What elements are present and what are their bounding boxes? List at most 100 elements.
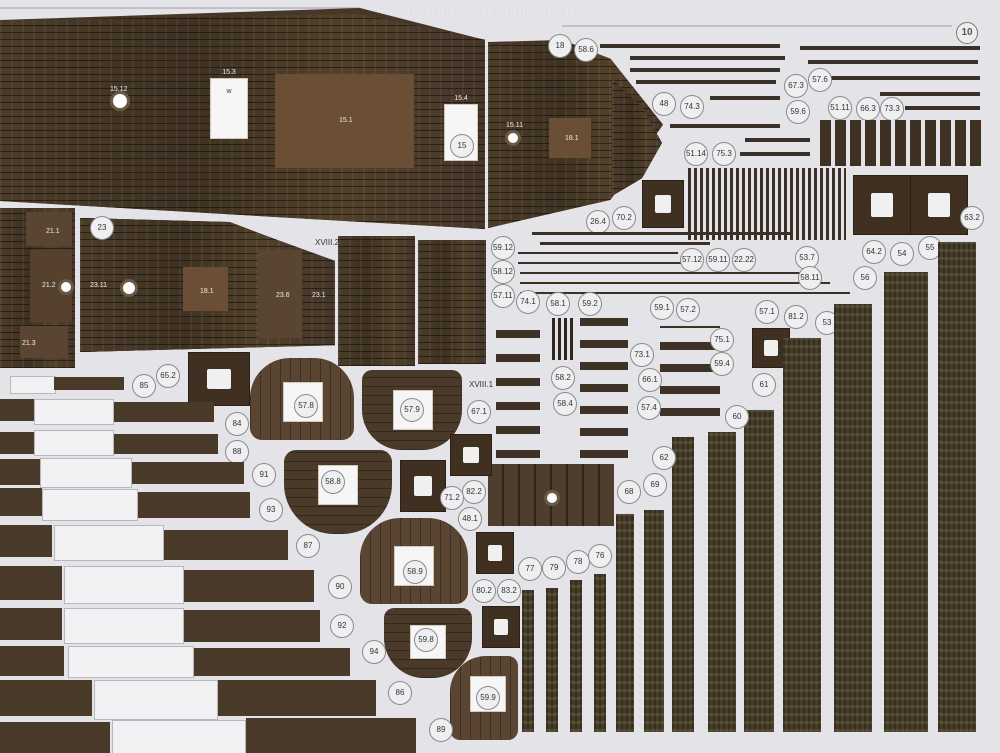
gunport-frame: [488, 464, 614, 526]
marker-67-3: 67.3: [784, 74, 808, 98]
quarter-hatch: [549, 118, 591, 158]
marker-56: 56: [853, 266, 877, 290]
spar-blank-88: [34, 430, 114, 456]
rod-5: [520, 272, 800, 274]
hatch-panel-a: [338, 236, 415, 366]
hatch-15-3: 15.3 w: [210, 69, 248, 139]
rail-5: [710, 96, 780, 100]
marker-59-9: 59.9: [476, 686, 500, 710]
marker-67-1: 67.1: [467, 400, 491, 424]
spar-blank-93: [42, 489, 138, 521]
marker-60: 60: [725, 405, 749, 429]
marker-93: 93: [259, 498, 283, 522]
marker-92: 92: [330, 614, 354, 638]
rail-13: [905, 106, 980, 110]
label-21-3: 21.3: [22, 340, 36, 347]
mast-hole-side: [58, 279, 74, 295]
rail-2: [630, 56, 785, 60]
marker-78: 78: [566, 550, 590, 574]
label-15-12: 15.12: [110, 86, 128, 93]
marker-77: 77: [518, 557, 542, 581]
mast-hole-main: [110, 91, 130, 111]
marker-84: 84: [225, 412, 249, 436]
label-15-11: 15.11: [506, 122, 523, 129]
marker-58-11: 58.11: [798, 266, 822, 290]
spar-84-left: [0, 399, 34, 421]
marker-74-3: 74.3: [680, 95, 704, 119]
marker-85: 85: [132, 374, 156, 398]
spar-91-left: [0, 459, 40, 485]
marker-88: 88: [225, 440, 249, 464]
rod-3: [518, 252, 678, 254]
label-18-1: 18.1: [565, 135, 579, 142]
marker-59-11: 59.11: [706, 248, 730, 272]
marker-63-2: 63.2: [960, 206, 984, 230]
mast-piece-55: [938, 242, 976, 732]
marker-90: 90: [328, 575, 352, 599]
marker-64-2: 64.2: [862, 240, 886, 264]
rail-3: [630, 68, 780, 72]
marker-71-2: 71.2: [440, 486, 464, 510]
marker-91: 91: [252, 463, 276, 487]
mast-hole-lower: [120, 279, 138, 297]
marker-57-4: 57.4: [637, 396, 661, 420]
spar-90: [184, 570, 314, 602]
marker-48-1: 48.1: [458, 507, 482, 531]
spar-93-left: [0, 488, 42, 516]
spar-84: [114, 402, 214, 422]
spar-blank-89: [112, 720, 246, 753]
spar-86-left: [0, 680, 92, 716]
gunport-frame-hole: [544, 490, 560, 506]
spar-92-left: [0, 608, 62, 640]
marker-59-1: 59.1: [650, 296, 674, 320]
spar-94: [194, 648, 350, 676]
marker-75-1: 75.1: [710, 328, 734, 352]
rod-1: [532, 232, 792, 235]
marker-75-3: 75.3: [712, 142, 736, 166]
marker-81-2: 81.2: [784, 305, 808, 329]
marker-94: 94: [362, 640, 386, 664]
marker-70-2: 70.2: [612, 206, 636, 230]
spar-94-left: [0, 646, 64, 676]
mast-piece-56: [834, 304, 872, 732]
label-15-1: 15.1: [339, 117, 353, 124]
label-18-1-lower: 18.1: [200, 288, 214, 295]
marker-59-6: 59.6: [786, 100, 810, 124]
rail-1: [600, 44, 780, 48]
mast-piece-78: [570, 580, 582, 732]
mast-piece-62: [672, 437, 694, 732]
marker-61: 61: [752, 373, 776, 397]
spar-93: [138, 492, 250, 518]
bracket-65-2: [188, 352, 250, 406]
small-parts-cluster-b: [580, 318, 628, 458]
rail-8: [740, 152, 810, 156]
rail-9: [800, 46, 980, 50]
marker-58-1: 58.1: [546, 292, 570, 316]
bracket-83-2: [482, 606, 520, 648]
spar-88-left: [0, 432, 34, 454]
marker-68: 68: [617, 480, 641, 504]
marker-59-2: 59.2: [578, 292, 602, 316]
rail-4: [636, 80, 776, 84]
rail-6: [670, 124, 780, 128]
side-panel-lower: [20, 326, 68, 358]
sheet-title: Queen Anne's Revenge 1710: [368, 4, 580, 21]
rod-2: [540, 242, 710, 245]
page-number-badge: 10: [956, 22, 978, 44]
mast-piece-77: [522, 590, 534, 732]
small-parts-rods: [552, 318, 574, 360]
marker-59-8: 59.8: [414, 628, 438, 652]
marker-22-22: 22.22: [732, 248, 756, 272]
marker-57-2: 57.2: [676, 298, 700, 322]
rod-7: [520, 292, 850, 294]
marker-59-12: 59.12: [491, 236, 515, 260]
tile-row-small: [820, 120, 985, 166]
marker-76: 76: [588, 544, 612, 568]
mast-piece-61: [744, 410, 774, 732]
spar-91: [132, 462, 244, 484]
marker-58-8: 58.8: [321, 470, 345, 494]
spar-blank-90: [64, 566, 184, 604]
main-hatch-grating: [275, 74, 414, 168]
rod-4: [518, 262, 688, 264]
